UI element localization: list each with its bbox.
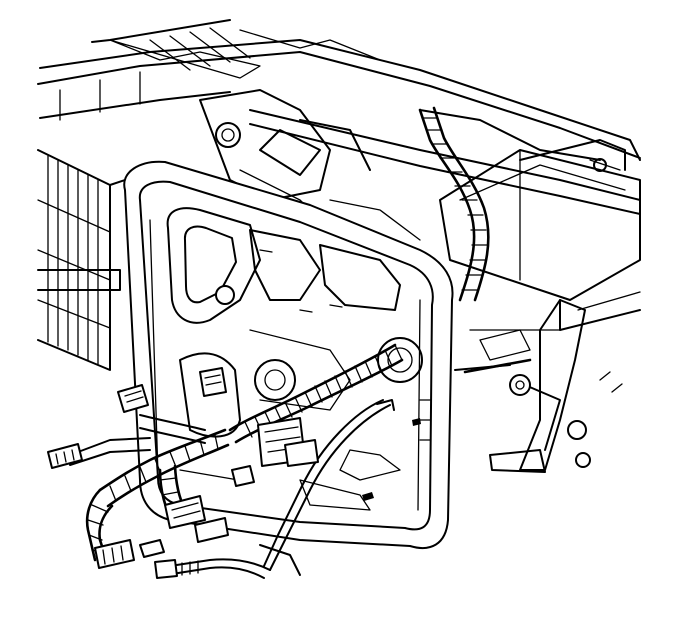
door-inner-panel: [123, 160, 454, 549]
wiring-harness: [69, 106, 601, 567]
latch-cable: [263, 399, 395, 571]
release-cable-end: [154, 544, 301, 579]
connectors: [47, 367, 421, 569]
cowl-panel: [37, 19, 641, 161]
lock-rod: [463, 358, 532, 396]
hvac-duct: [37, 149, 141, 371]
side-brace: [454, 299, 623, 473]
